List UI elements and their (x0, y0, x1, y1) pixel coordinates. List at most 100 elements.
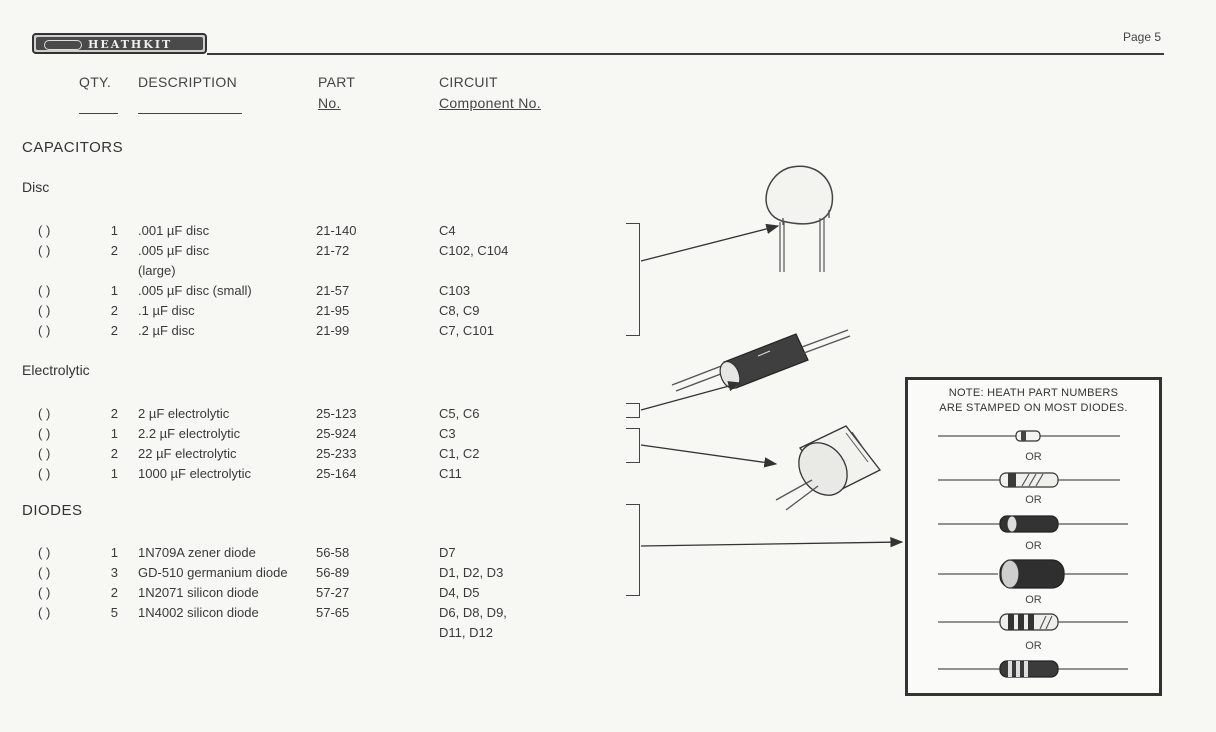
checkbox-parens[interactable]: ( ) (38, 303, 51, 318)
electrolytic-bracket-large (626, 428, 640, 463)
description-value: .2 µF disc (138, 323, 195, 338)
description-continuation: (large) (138, 263, 176, 278)
circuit-number: C4 (439, 223, 456, 238)
circuit-number: C3 (439, 426, 456, 441)
description-value: 1000 µF electrolytic (138, 466, 251, 481)
description-underline (138, 113, 242, 114)
power-diode-icon (938, 559, 1128, 589)
checkbox-parens[interactable]: ( ) (38, 565, 51, 580)
circuit-number: D7 (439, 545, 456, 560)
column-header-description: DESCRIPTION (138, 74, 237, 90)
header-rule (207, 53, 1164, 55)
diodes-bracket (626, 504, 640, 596)
description-value: 1N4002 silicon diode (138, 605, 259, 620)
checkbox-parens[interactable]: ( ) (38, 466, 51, 481)
axial-arrow (640, 381, 742, 411)
disc-arrow (640, 223, 780, 262)
checkbox-parens[interactable]: ( ) (38, 406, 51, 421)
checkbox-parens[interactable]: ( ) (38, 283, 51, 298)
table-row: ( ) 2 22 µF electrolytic 25-233 C1, C2 (0, 446, 600, 466)
qty-value: 2 (110, 585, 118, 600)
logo-text: HEATHKIT (88, 38, 173, 51)
checkbox-parens[interactable]: ( ) (38, 426, 51, 441)
description-value: 2.2 µF electrolytic (138, 426, 241, 441)
circuit-number: D4, D5 (439, 585, 480, 600)
axial-electrolytic-icon (671, 329, 851, 392)
qty-value: 1 (110, 545, 118, 560)
checkbox-parens[interactable]: ( ) (38, 545, 51, 560)
table-row: ( ) 2 .2 µF disc 21-99 C7, C101 (0, 323, 600, 343)
checkbox-parens[interactable]: ( ) (38, 585, 51, 600)
checkbox-parens[interactable]: ( ) (38, 243, 51, 258)
black-diode-icon (938, 515, 1128, 533)
subsection-title-electrolytic: Electrolytic (22, 362, 90, 378)
description-value: .1 µF disc (138, 303, 195, 318)
or-label: OR (1025, 594, 1042, 606)
part-number: 25-924 (316, 426, 357, 441)
part-number: 21-72 (316, 243, 350, 258)
note-line-2: ARE STAMPED ON MOST DIODES. (939, 402, 1128, 414)
note-line-1: NOTE: HEATH PART NUMBERS (948, 387, 1119, 399)
checkbox-parens[interactable]: ( ) (38, 223, 51, 238)
description-value: GD-510 germanium diode (138, 565, 288, 580)
circuit-number: C11 (439, 466, 462, 481)
electrolytic-bracket-small (626, 403, 640, 418)
disc-capacitor-icon (765, 165, 834, 272)
column-header-circuit-line1: CIRCUIT (439, 74, 498, 90)
circuit-number: D1, D2, D3 (439, 565, 504, 580)
description-value: .005 µF disc (small) (138, 283, 252, 298)
part-number: 56-58 (316, 545, 350, 560)
logo-emblem-icon (44, 40, 82, 50)
or-label: OR (1025, 494, 1042, 506)
checkbox-parens[interactable]: ( ) (38, 605, 51, 620)
diodes-arrow (640, 536, 904, 548)
checkbox-parens[interactable]: ( ) (38, 446, 51, 461)
table-row: (large) (0, 263, 600, 283)
qty-value: 2 (110, 243, 118, 258)
description-value: 1N2071 silicon diode (138, 585, 259, 600)
section-title-diodes: DIODES (22, 502, 83, 519)
column-header-part-line1: PART (318, 74, 356, 90)
banded-glass-diode-icon (938, 613, 1128, 631)
part-number: 21-95 (316, 303, 350, 318)
heathkit-logo: HEATHKIT (32, 33, 207, 54)
disc-bracket (626, 223, 640, 336)
circuit-number: C5, C6 (439, 406, 480, 421)
circuit-number: D6, D8, D9, (439, 605, 507, 620)
part-number: 21-140 (316, 223, 357, 238)
circuit-number: C8, C9 (439, 303, 480, 318)
or-label: OR (1025, 540, 1042, 552)
column-header-qty: QTY. (79, 74, 112, 90)
qty-underline (79, 113, 118, 114)
radial-arrow (640, 444, 778, 468)
qty-value: 5 (110, 605, 118, 620)
circuit-number: C102, C104 (439, 243, 509, 258)
diode-note-box: NOTE: HEATH PART NUMBERS ARE STAMPED ON … (905, 377, 1162, 696)
part-number: 21-99 (316, 323, 350, 338)
table-row: ( ) 1 1000 µF electrolytic 25-164 C11 (0, 466, 600, 486)
description-value: .005 µF disc (138, 243, 210, 258)
circuit-number: C103 (439, 283, 471, 298)
qty-value: 2 (110, 446, 118, 461)
part-number: 21-57 (316, 283, 350, 298)
checkbox-parens[interactable]: ( ) (38, 323, 51, 338)
qty-value: 1 (110, 223, 118, 238)
table-row: ( ) 2 .005 µF disc 21-72 C102, C104 (0, 243, 600, 263)
description-value: .001 µF disc (138, 223, 210, 238)
section-title-capacitors: CAPACITORS (22, 139, 124, 156)
column-header-circuit-line2: Component No. (439, 95, 541, 111)
table-row: ( ) 1 .001 µF disc 21-140 C4 (0, 223, 600, 243)
description-value: 22 µF electrolytic (138, 446, 237, 461)
qty-value: 1 (110, 283, 118, 298)
qty-value: 2 (110, 406, 118, 421)
table-row: ( ) 1 .005 µF disc (small) 21-57 C103 (0, 283, 600, 303)
qty-value: 2 (110, 323, 118, 338)
glass-diode-icon (938, 430, 1120, 442)
or-label: OR (1025, 451, 1042, 463)
table-row: ( ) 2 1N2071 silicon diode 57-27 D4, D5 (0, 585, 600, 605)
column-header-part-line2: No. (318, 95, 341, 111)
part-number: 57-65 (316, 605, 350, 620)
striped-diode-icon (938, 472, 1120, 488)
part-number: 57-27 (316, 585, 350, 600)
